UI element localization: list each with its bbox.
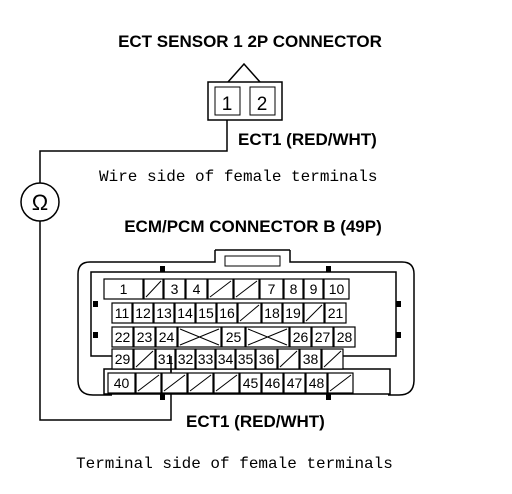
unused-terminal-mark	[323, 350, 342, 368]
terminal-number: 32	[178, 351, 194, 367]
terminal-cell	[323, 278, 350, 300]
terminal-cell	[215, 348, 236, 370]
terminal-cell	[155, 326, 178, 348]
unused-terminal-mark	[135, 350, 154, 368]
sensor-connector: 1 2	[207, 62, 283, 121]
terminal-number: 35	[238, 351, 254, 367]
terminal-number: 9	[310, 281, 318, 297]
terminal-cell	[289, 326, 312, 348]
terminal-number: 24	[159, 329, 175, 345]
terminal-cell	[259, 278, 284, 300]
blocked-cavity-mark	[247, 328, 288, 346]
unused-terminal-mark	[215, 374, 238, 392]
terminal-number: 12	[135, 305, 151, 321]
blocked-cavity-mark	[179, 328, 220, 346]
unused-terminal-mark	[189, 374, 212, 392]
terminal-cell	[324, 302, 347, 324]
terminal-number: 34	[218, 351, 234, 367]
terminal-cell	[235, 348, 256, 370]
terminal-number: 7	[268, 281, 276, 297]
terminal-cell	[239, 372, 262, 394]
terminal-number: 31	[158, 351, 174, 367]
terminal-number: 4	[193, 281, 201, 297]
terminal-cell	[132, 302, 154, 324]
terminal-cell	[255, 348, 278, 370]
ecm-connector-title: ECM/PCM CONNECTOR B (49P)	[124, 217, 382, 236]
sensor-caption: Wire side of female terminals	[99, 168, 377, 186]
terminal-number: 22	[115, 329, 131, 345]
terminal-number: 40	[114, 375, 130, 391]
unused-terminal-mark	[235, 280, 258, 298]
unused-terminal-mark	[329, 374, 352, 392]
terminal-number: 13	[156, 305, 172, 321]
ecm-wire-label: ECT1 (RED/WHT)	[186, 412, 325, 431]
terminal-number: 36	[259, 351, 275, 367]
terminal-number: 1	[120, 281, 128, 297]
terminal-cell	[195, 348, 216, 370]
terminal-number: 46	[265, 375, 281, 391]
unused-terminal-mark	[305, 304, 323, 322]
terminal-number: 18	[264, 305, 280, 321]
terminal-number: 3	[171, 281, 179, 297]
terminal-number: 48	[309, 375, 325, 391]
terminal-number: 29	[115, 351, 131, 367]
unused-terminal-mark	[163, 374, 186, 392]
terminal-cell	[283, 278, 304, 300]
terminal-cell	[111, 348, 134, 370]
ecm-caption: Terminal side of female terminals	[76, 455, 393, 473]
terminal-number: 26	[293, 329, 309, 345]
terminal-number: 19	[285, 305, 301, 321]
sensor-pin-1: 1	[222, 94, 233, 115]
unused-terminal-mark	[137, 374, 160, 392]
ohm-symbol: Ω	[32, 190, 48, 215]
terminal-cell	[221, 326, 246, 348]
unused-terminal-mark	[145, 280, 162, 298]
terminal-cell	[163, 278, 186, 300]
terminal-number: 15	[198, 305, 214, 321]
terminal-number: 10	[329, 281, 345, 297]
terminal-cell	[282, 302, 304, 324]
sensor-wire-label: ECT1 (RED/WHT)	[238, 130, 377, 149]
terminal-cell	[305, 372, 328, 394]
terminal-number: 47	[287, 375, 303, 391]
terminal-cell	[195, 302, 217, 324]
terminal-cell	[107, 372, 136, 394]
terminal-cell	[133, 326, 156, 348]
terminal-number: 27	[315, 329, 331, 345]
terminal-cell	[175, 348, 196, 370]
terminal-number: 23	[137, 329, 153, 345]
terminal-cell	[174, 302, 196, 324]
terminal-number: 38	[303, 351, 319, 367]
terminal-number: 28	[337, 329, 353, 345]
sensor-pin-2: 2	[257, 94, 268, 115]
terminal-cell	[311, 326, 334, 348]
ohmmeter-icon: Ω	[20, 182, 60, 222]
terminal-cell	[283, 372, 306, 394]
terminal-cell	[333, 326, 356, 348]
terminal-cell	[111, 302, 133, 324]
terminal-cell	[153, 302, 175, 324]
terminal-cell	[261, 372, 284, 394]
unused-terminal-mark	[239, 304, 260, 322]
terminal-number: 11	[115, 305, 130, 321]
terminal-cell	[185, 278, 208, 300]
terminal-number: 16	[219, 305, 235, 321]
terminal-number: 45	[243, 375, 259, 391]
terminal-cell	[111, 326, 134, 348]
terminal-cell	[103, 278, 144, 300]
terminal-number: 8	[290, 281, 298, 297]
terminal-number: 21	[328, 305, 344, 321]
terminal-number: 33	[198, 351, 214, 367]
sensor-connector-title: ECT SENSOR 1 2P CONNECTOR	[118, 32, 382, 51]
terminal-number: 25	[226, 329, 242, 345]
unused-terminal-mark	[209, 280, 232, 298]
terminal-cell	[261, 302, 283, 324]
unused-terminal-mark	[279, 350, 298, 368]
terminal-cell	[299, 348, 322, 370]
terminal-cell	[216, 302, 238, 324]
terminal-number: 14	[177, 305, 193, 321]
terminal-cell	[303, 278, 324, 300]
